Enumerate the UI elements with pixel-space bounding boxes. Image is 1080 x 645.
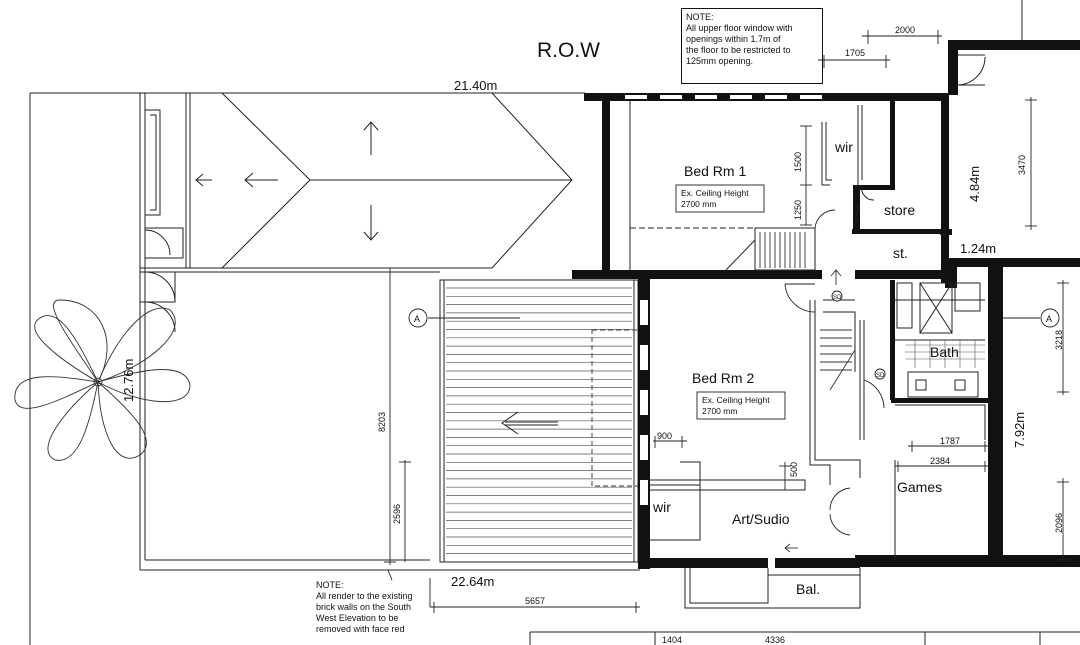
dim-4336: 4336 <box>765 635 785 645</box>
deck-arrow <box>501 411 558 435</box>
note-top-line: 125mm opening. <box>686 56 754 66</box>
dim-1250: 1250 <box>793 200 803 220</box>
dim-2596: 2596 <box>392 504 402 524</box>
room-wir-2: wir <box>652 499 671 515</box>
note-bottom-line: All render to the existing <box>316 591 413 601</box>
section-markers <box>408 290 1060 380</box>
room-bath: Bath <box>930 344 959 360</box>
ceiling-box-2 <box>696 391 786 420</box>
dim-right-upper: 4.84m <box>967 166 982 202</box>
note-top-line: All upper floor window with <box>686 23 793 33</box>
room-balcony: Bal. <box>796 581 820 597</box>
roof-outline <box>140 92 573 273</box>
dim-2000: 2000 <box>895 25 915 35</box>
note-top-line: openings within 1.7m of <box>686 34 781 44</box>
ceiling-box-1 <box>675 184 765 213</box>
ceiling-2-line-1: Ex. Ceiling Height <box>702 395 770 405</box>
note-top-line: the floor to be restricted to <box>686 45 791 55</box>
dimension-lines <box>384 30 1069 613</box>
dim-3218: 3218 <box>1054 330 1064 350</box>
note-bottom-line: brick walls on the South <box>316 602 412 612</box>
section-marker-left: A <box>414 314 420 324</box>
note-upper-floor-window: NOTE: All upper floor window with openin… <box>681 8 823 84</box>
windows <box>625 95 822 505</box>
room-bed-1: Bed Rm 1 <box>684 163 746 179</box>
dim-500: 500 <box>789 462 799 477</box>
dim-1787: 1787 <box>940 436 960 446</box>
dim-3470: 3470 <box>1017 155 1027 175</box>
ceiling-1-line-2: 2700 mm <box>681 199 716 209</box>
dim-2384: 2384 <box>930 456 950 466</box>
note-top-heading: NOTE: <box>686 12 714 22</box>
dim-left-width: 12.76m <box>121 359 136 402</box>
dim-5657: 5657 <box>525 596 545 606</box>
interior-walls <box>529 54 1080 645</box>
tree-symbol <box>14 299 191 461</box>
existing-wall-detail <box>139 109 184 333</box>
smoke-detector-1: SD <box>833 295 842 301</box>
room-bed-2: Bed Rm 2 <box>692 370 754 386</box>
note-bottom-line: West Elevation to be <box>316 613 399 623</box>
ceiling-2-line-2: 2700 mm <box>702 406 737 416</box>
dim-1705: 1705 <box>845 48 865 58</box>
room-wir-1: wir <box>834 139 853 155</box>
dim-900: 900 <box>657 431 672 441</box>
dim-right-small: 1.24m <box>960 241 996 256</box>
note-bottom-line: removed with face red <box>316 624 405 634</box>
dim-bottom-length: 22.64m <box>451 574 494 589</box>
room-art-studio: Art/Sudio <box>732 511 790 527</box>
note-bottom-heading: NOTE: <box>316 580 344 590</box>
dim-1404: 1404 <box>662 635 682 645</box>
room-store: store <box>884 202 915 218</box>
roof-fall-arrows <box>195 121 379 241</box>
row-title: R.O.W <box>537 39 600 62</box>
door-swings <box>759 209 985 553</box>
dim-2096: 2096 <box>1054 513 1064 533</box>
smoke-detector-2: SD <box>876 373 885 379</box>
ceiling-1-line-1: Ex. Ceiling Height <box>681 188 749 198</box>
room-st: st. <box>893 245 908 261</box>
room-games: Games <box>897 479 942 495</box>
dim-top-length: 21.40m <box>454 78 497 93</box>
dim-1500: 1500 <box>793 152 803 172</box>
note-render-removal: NOTE: All render to the existing brick w… <box>316 580 436 642</box>
building-walls <box>572 40 1080 569</box>
section-marker-right: A <box>1046 314 1052 324</box>
dim-right-lower: 7.92m <box>1012 412 1027 448</box>
dim-8203: 8203 <box>377 412 387 432</box>
